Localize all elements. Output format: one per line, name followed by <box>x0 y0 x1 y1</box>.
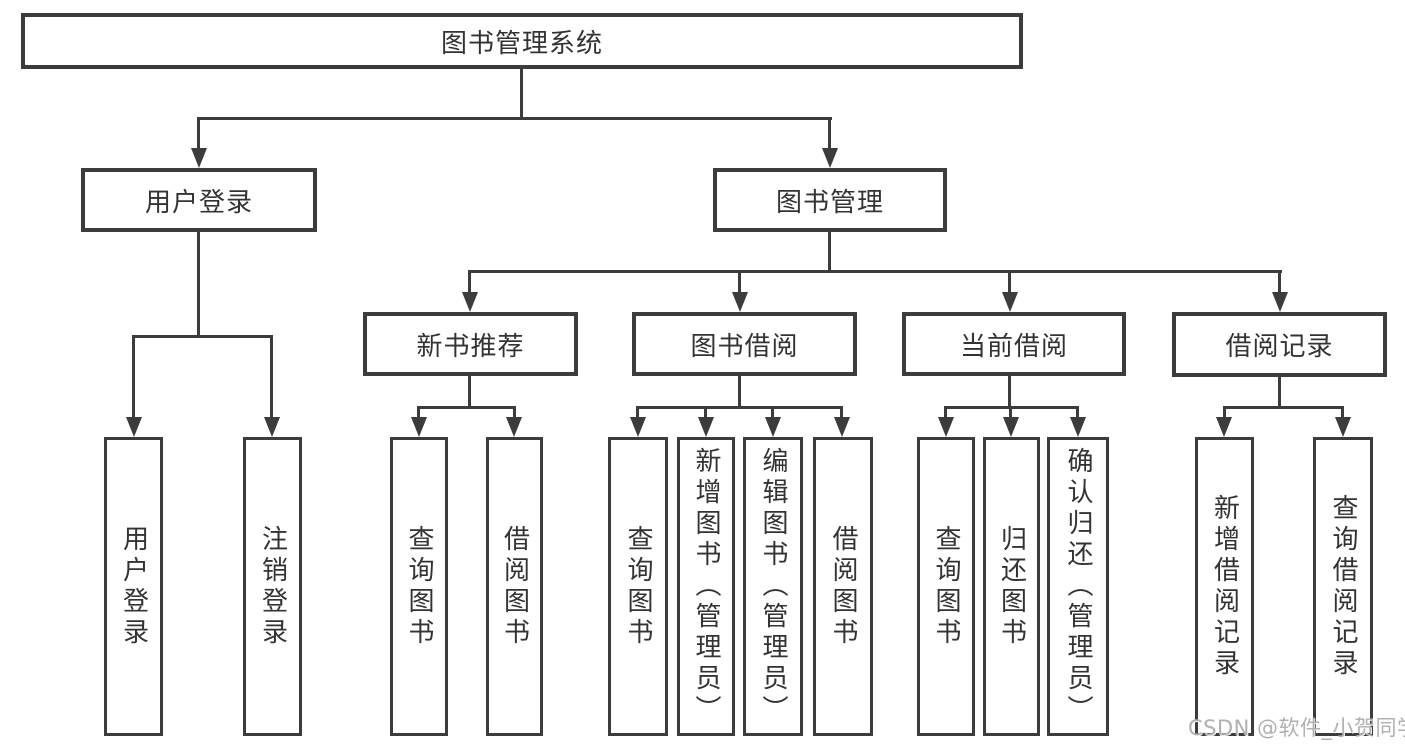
node-leaf-query-book-1: 查询图书 <box>390 437 448 736</box>
node-leaf-confirm-return-admin-label: 确认归还（管理员） <box>1063 447 1093 726</box>
arrow-down-icon <box>698 417 714 437</box>
connector-line <box>132 335 273 338</box>
node-leaf-edit-book-admin-label: 编辑图书（管理员） <box>758 447 788 726</box>
arrow-down-icon <box>938 417 954 437</box>
connector-line <box>468 376 471 409</box>
arrow-down-icon <box>822 148 838 168</box>
connector-line <box>1223 406 1226 419</box>
node-leaf-query-book-2: 查询图书 <box>608 437 668 736</box>
node-borrow-record: 借阅记录 <box>1172 312 1387 377</box>
arrow-down-icon <box>126 417 142 437</box>
node-new-book-rec: 新书推荐 <box>363 312 578 376</box>
connector-line <box>417 406 420 419</box>
node-leaf-return-book-label: 归还图书 <box>996 524 1027 649</box>
connector-line <box>840 406 843 419</box>
connector-line <box>197 117 200 150</box>
connector-line <box>513 406 516 419</box>
node-leaf-borrow-book-2: 借阅图书 <box>813 437 873 736</box>
connector-line <box>1341 406 1344 419</box>
arrow-down-icon <box>506 417 522 437</box>
node-leaf-logout-label: 注销登录 <box>257 524 288 649</box>
node-book-borrow: 图书借阅 <box>632 312 857 376</box>
connector-line <box>636 406 639 419</box>
connector-line <box>417 406 516 409</box>
connector-line <box>270 335 273 419</box>
connector-line <box>197 117 832 120</box>
node-leaf-user-login: 用户登录 <box>104 437 163 736</box>
node-leaf-user-login-label: 用户登录 <box>118 524 149 649</box>
arrow-down-icon <box>1216 417 1232 437</box>
node-leaf-edit-book-admin: 编辑图书（管理员） <box>743 437 803 736</box>
connector-line <box>828 232 831 273</box>
connector-line <box>197 232 200 338</box>
connector-line <box>1223 406 1344 409</box>
node-leaf-query-book-3: 查询图书 <box>917 437 975 736</box>
connector-line <box>1008 270 1011 294</box>
connector-line <box>636 406 843 409</box>
csdn-watermark: CSDN @软件_小贺同学 <box>1188 716 1405 740</box>
arrow-down-icon <box>191 148 207 168</box>
node-user-login-label: 用户登录 <box>144 187 253 218</box>
arrow-down-icon <box>765 417 781 437</box>
node-book-borrow-label: 图书借阅 <box>690 331 799 362</box>
connector-line <box>944 406 947 419</box>
arrow-down-icon <box>411 417 427 437</box>
node-leaf-query-borrow-record: 查询借阅记录 <box>1313 437 1373 736</box>
connector-line <box>1008 376 1011 409</box>
node-leaf-query-book-3-label: 查询图书 <box>931 524 961 649</box>
connector-line <box>738 270 741 294</box>
connector-line <box>704 406 707 419</box>
arrow-down-icon <box>1335 417 1351 437</box>
node-borrow-record-label: 借阅记录 <box>1225 332 1334 362</box>
connector-line <box>738 376 741 409</box>
node-current-borrow-label: 当前借阅 <box>959 331 1068 362</box>
node-leaf-borrow-book-2-label: 借阅图书 <box>828 524 858 649</box>
connector-line <box>468 270 471 294</box>
node-leaf-return-book: 归还图书 <box>983 437 1040 736</box>
connector-line <box>1076 406 1079 419</box>
arrow-down-icon <box>264 417 280 437</box>
node-leaf-borrow-book-1-label: 借阅图书 <box>499 524 530 649</box>
arrow-down-icon <box>1002 292 1018 312</box>
arrow-down-icon <box>834 417 850 437</box>
node-leaf-borrow-book-1: 借阅图书 <box>486 437 543 736</box>
node-leaf-add-borrow-record-label: 新增借阅记录 <box>1209 493 1240 680</box>
connector-line <box>771 406 774 419</box>
arrow-down-icon <box>1003 417 1019 437</box>
node-user-login: 用户登录 <box>81 168 317 232</box>
node-leaf-add-book-admin: 新增图书（管理员） <box>677 437 735 736</box>
node-leaf-logout: 注销登录 <box>243 437 302 736</box>
connector-line <box>468 270 1282 273</box>
arrow-down-icon <box>630 417 646 437</box>
connector-line <box>132 335 135 419</box>
arrow-down-icon <box>1272 292 1288 312</box>
node-book-mgmt: 图书管理 <box>713 168 947 232</box>
node-root-label: 图书管理系统 <box>440 28 603 59</box>
connector-line <box>1009 406 1012 419</box>
node-current-borrow: 当前借阅 <box>902 312 1126 376</box>
node-leaf-confirm-return-admin: 确认归还（管理员） <box>1047 437 1109 736</box>
connector-line <box>1278 270 1281 294</box>
connector-line <box>828 117 831 150</box>
node-book-mgmt-label: 图书管理 <box>775 187 884 218</box>
arrow-down-icon <box>732 292 748 312</box>
node-leaf-query-book-2-label: 查询图书 <box>623 524 653 649</box>
node-leaf-add-borrow-record: 新增借阅记录 <box>1195 437 1254 736</box>
connector-line <box>520 69 523 120</box>
node-root: 图书管理系统 <box>21 13 1023 69</box>
arrow-down-icon <box>1070 417 1086 437</box>
node-leaf-query-book-1-label: 查询图书 <box>404 524 434 649</box>
node-new-book-rec-label: 新书推荐 <box>416 331 525 362</box>
node-leaf-add-book-admin-label: 新增图书（管理员） <box>691 447 721 726</box>
node-leaf-query-borrow-record-label: 查询借阅记录 <box>1328 493 1358 680</box>
connector-line <box>1278 377 1281 409</box>
arrow-down-icon <box>462 292 478 312</box>
